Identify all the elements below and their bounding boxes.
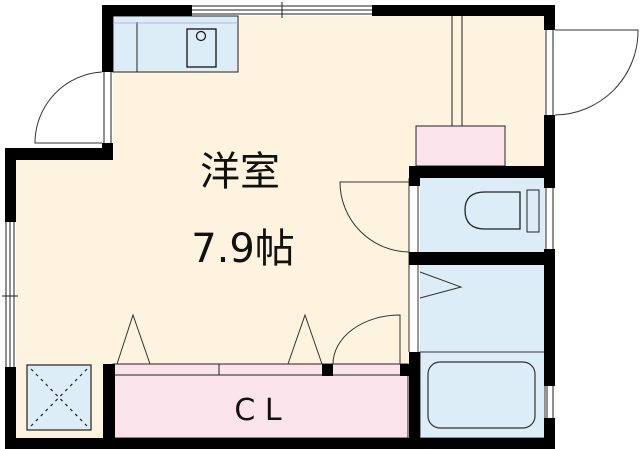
door-frames bbox=[103, 30, 554, 249]
folding-door-washroom bbox=[419, 271, 463, 299]
folding-door-left bbox=[116, 313, 151, 365]
bath-window bbox=[546, 386, 554, 418]
sink bbox=[186, 28, 217, 68]
folding-door-right bbox=[287, 313, 323, 365]
walls bbox=[5, 5, 555, 449]
left-window bbox=[2, 222, 18, 367]
closet-rail bbox=[112, 363, 409, 376]
bathtub-icon bbox=[427, 361, 536, 429]
washroom bbox=[420, 265, 545, 352]
closet-floor bbox=[112, 374, 409, 439]
toilet-door bbox=[339, 181, 410, 253]
closet-label: C L bbox=[234, 393, 281, 428]
toilet-room bbox=[420, 178, 545, 252]
room-name-label: 洋室 bbox=[200, 149, 280, 195]
room-size-label: 7.9帖 bbox=[191, 226, 295, 272]
toilet-icon bbox=[464, 191, 521, 230]
kitchen-counter bbox=[112, 15, 239, 73]
shoe-box bbox=[415, 125, 506, 167]
toilet-tank bbox=[526, 189, 540, 233]
sink-drain bbox=[195, 30, 207, 42]
bathroom bbox=[419, 351, 546, 439]
western-room-floor bbox=[16, 16, 545, 438]
washroom-door bbox=[332, 314, 401, 365]
top-window bbox=[192, 2, 372, 18]
balcony-door bbox=[34, 71, 103, 144]
entrance-door bbox=[554, 29, 639, 116]
